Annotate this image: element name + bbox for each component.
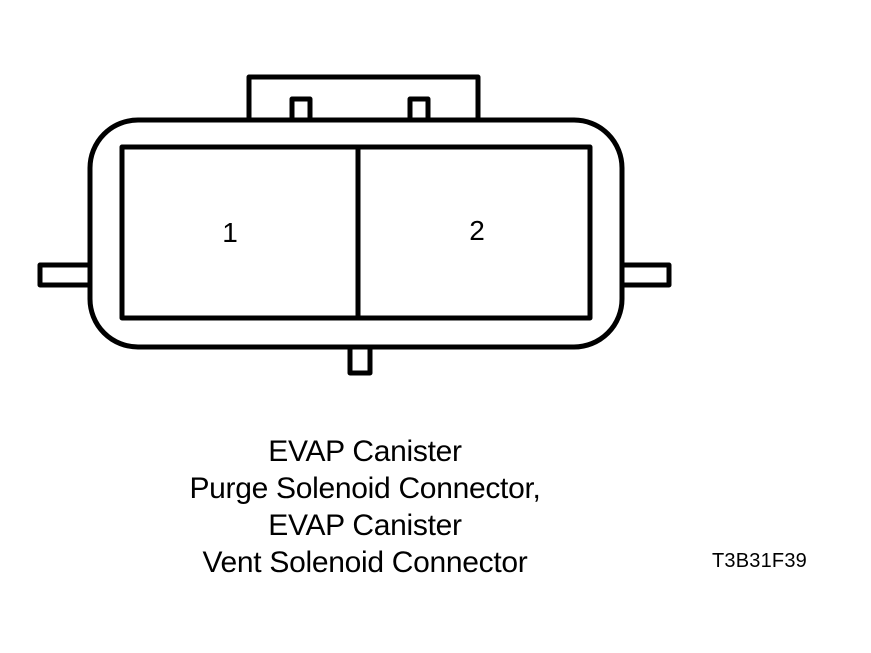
connector-lock-tab [246, 74, 481, 120]
caption-line: Vent Solenoid Connector [202, 546, 528, 579]
tab-peg-left [289, 96, 313, 123]
diagram-caption: EVAP Canister Purge Solenoid Connector, … [120, 433, 610, 581]
caption-line: EVAP Canister [268, 509, 462, 542]
figure-id: T3B31F39 [712, 550, 807, 572]
pin-2-label: 2 [469, 215, 485, 246]
caption-line: EVAP Canister [268, 435, 462, 468]
connector-ear-right [622, 262, 672, 288]
caption-line: Purge Solenoid Connector, [189, 472, 541, 505]
pin-1-label: 1 [222, 217, 238, 248]
connector-key-bottom [347, 347, 373, 376]
connector-ear-left [37, 262, 90, 288]
tab-peg-right [407, 96, 431, 123]
